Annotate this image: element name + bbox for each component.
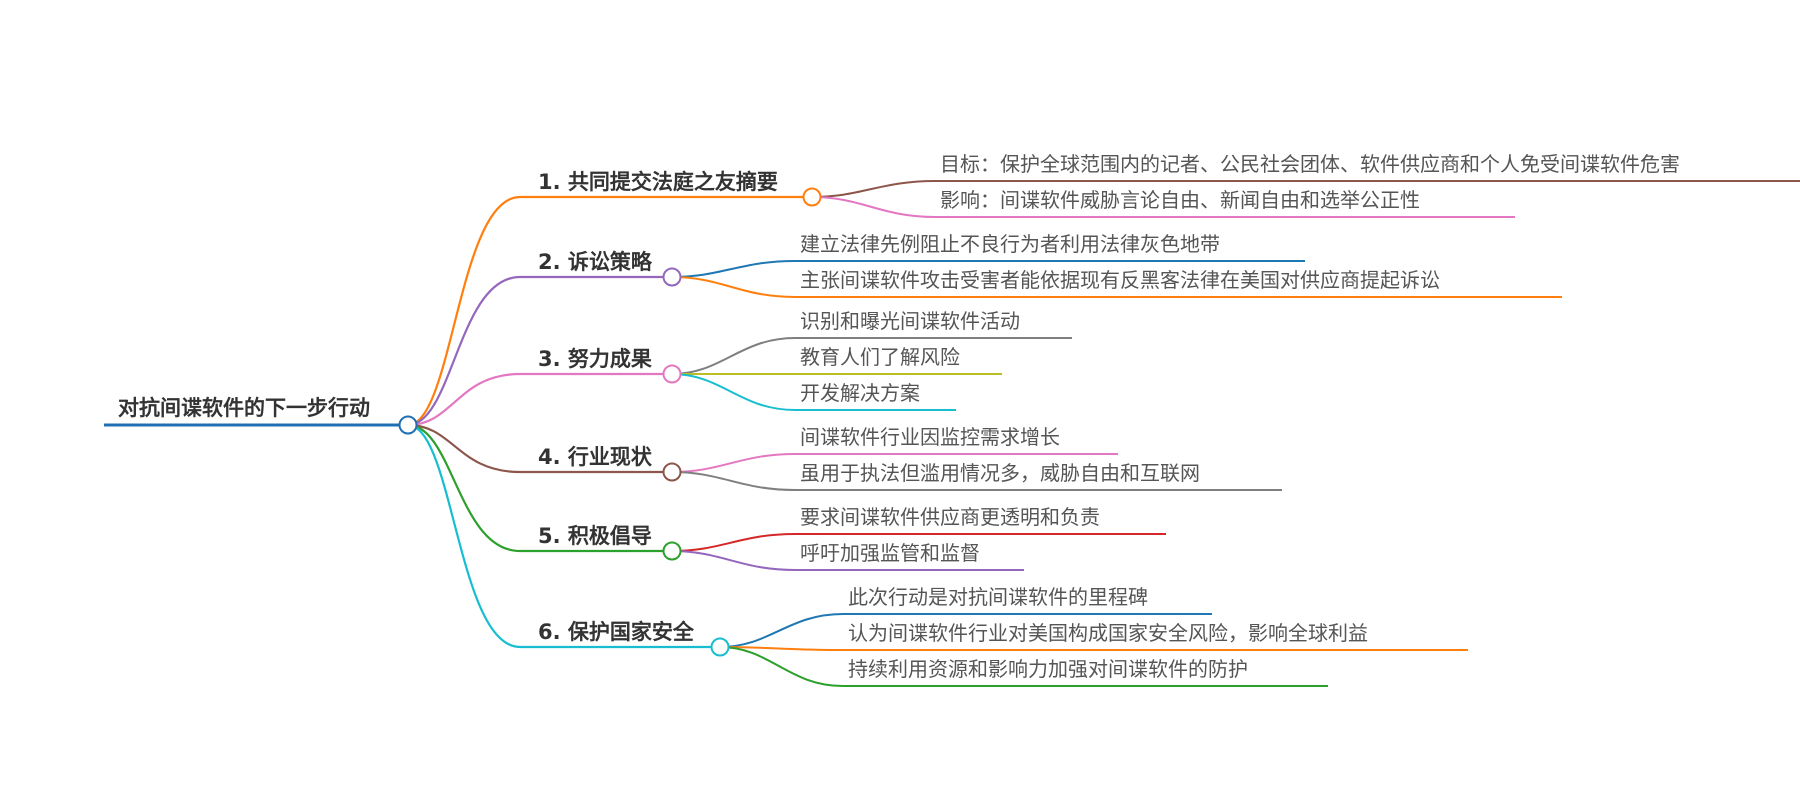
branch-topic: 2. 诉讼策略 [538, 250, 653, 274]
leaf-topic: 认为间谍软件行业对美国构成国家安全风险，影响全球利益 [848, 621, 1368, 645]
leaf-topic: 目标：保护全球范围内的记者、公民社会团体、软件供应商和个人免受间谍软件危害 [940, 152, 1680, 176]
leaf-connector [671, 550, 1024, 571]
leaf-topic: 间谍软件行业因监控需求增长 [800, 425, 1060, 449]
leaf-topic: 此次行动是对抗间谍软件的里程碑 [848, 585, 1148, 609]
leaf-topic: 持续利用资源和影响力加强对间谍软件的防护 [848, 657, 1248, 681]
leaf-connector [719, 646, 1328, 687]
leaf-topic: 呼吁加强监管和监督 [800, 541, 980, 565]
leaf-topic: 影响：间谍软件威胁言论自由、新闻自由和选举公正性 [940, 188, 1420, 212]
leaf-connector [811, 196, 1515, 218]
leaf-topic: 虽用于执法但滥用情况多，威胁自由和互联网 [800, 461, 1200, 485]
leaf-connector [671, 276, 1562, 298]
leaf-topic: 开发解决方案 [800, 381, 920, 405]
branch-node[interactable] [662, 364, 682, 384]
branch-node[interactable] [662, 541, 682, 561]
branch-connector [407, 372, 672, 427]
leaf-connector [671, 533, 1166, 552]
branch-node[interactable] [662, 462, 682, 482]
root-node[interactable] [398, 415, 418, 435]
leaf-topic: 教育人们了解风险 [800, 345, 960, 369]
leaf-connector [671, 337, 1072, 375]
leaf-connector [671, 471, 1282, 491]
leaf-connector [671, 260, 1305, 278]
branch-connector [407, 195, 812, 427]
branch-topic: 1. 共同提交法庭之友摘要 [538, 170, 778, 194]
leaf-connector [671, 453, 1118, 473]
leaf-topic: 建立法律先例阻止不良行为者利用法律灰色地带 [800, 232, 1220, 256]
leaf-topic: 识别和曝光间谍软件活动 [800, 309, 1020, 333]
branch-topic: 3. 努力成果 [538, 347, 652, 371]
branch-connector [407, 423, 672, 553]
branch-node[interactable] [662, 267, 682, 287]
leaf-connector [719, 613, 1212, 648]
branch-connector [407, 423, 720, 649]
leaf-topic: 主张间谍软件攻击受害者能依据现有反黑客法律在美国对供应商提起诉讼 [800, 268, 1440, 292]
branch-node[interactable] [802, 187, 822, 207]
leaf-topic: 要求间谍软件供应商更透明和负责 [800, 505, 1100, 529]
branch-node[interactable] [710, 637, 730, 657]
branch-topic: 5. 积极倡导 [538, 524, 652, 548]
branch-topic: 6. 保护国家安全 [538, 620, 695, 644]
root-topic: 对抗间谍软件的下一步行动 [118, 396, 370, 420]
branch-connector [407, 423, 672, 474]
leaf-connector [811, 180, 1800, 198]
leaf-connector [719, 646, 1468, 651]
leaf-connector [671, 373, 956, 411]
branch-connector [407, 275, 672, 427]
branch-topic: 4. 行业现状 [538, 445, 653, 469]
